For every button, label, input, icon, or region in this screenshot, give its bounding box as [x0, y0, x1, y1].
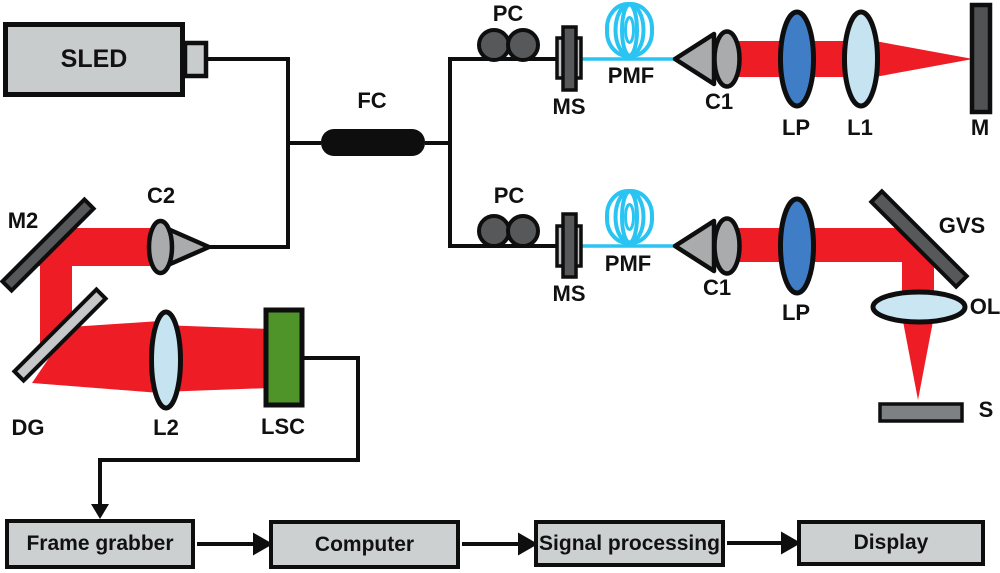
galvo-scanner-gvs [868, 188, 970, 290]
ms-bottom-bar [561, 212, 578, 279]
label-m2: M2 [7, 208, 39, 233]
diffraction-grating-dg [11, 286, 109, 384]
beam-sample-focus-cone [902, 316, 934, 400]
label-lp-bottom: LP [781, 300, 811, 325]
flow-arrows [197, 531, 802, 556]
ms-top-bar [561, 25, 578, 92]
computer-box: Computer [269, 520, 460, 569]
display-box: Display [797, 520, 985, 566]
pc-bottom-paddle-2 [506, 214, 540, 248]
label-l2: L2 [153, 415, 179, 440]
signal-processing-box: Signal processing [534, 520, 725, 567]
lens-lp-bottom [778, 196, 816, 296]
mirror-m2 [0, 196, 97, 294]
sled-source-box: SLED [3, 22, 185, 97]
collimator-c1-bottom [672, 216, 742, 276]
label-pmf-bottom: PMF [604, 251, 652, 276]
label-ol: OL [969, 294, 1000, 319]
line-scan-camera-lsc [263, 307, 305, 408]
label-m: M [970, 115, 990, 140]
label-ms-top: MS [552, 94, 586, 119]
beam-l2-to-lsc [160, 325, 270, 392]
pc-top [477, 28, 540, 62]
label-c1-top: C1 [704, 89, 734, 114]
arrow-signal-display-head [781, 531, 802, 555]
pc-bottom-paddle-1 [477, 214, 511, 248]
fiber-coupler [321, 129, 425, 156]
pmf-coil-top [605, 2, 654, 58]
ms-bottom [555, 212, 583, 279]
collimator-c2 [146, 218, 212, 276]
sample-s [878, 402, 964, 423]
frame-grabber-label: Frame grabber [26, 532, 174, 555]
lens-lp-top [778, 9, 816, 109]
display-label: Display [853, 531, 929, 554]
label-pmf-top: PMF [607, 63, 655, 88]
ms-top [555, 25, 583, 92]
pc-bottom [477, 214, 540, 248]
pc-top-paddle-1 [477, 28, 511, 62]
mirror-m [969, 2, 993, 115]
sled-label: SLED [60, 45, 128, 73]
signal-processing-label: Signal processing [539, 531, 720, 555]
label-pc-top: PC [492, 1, 524, 26]
arrow-computer-signal-head [518, 532, 539, 556]
label-lsc: LSC [261, 414, 305, 439]
pc-top-paddle-2 [506, 28, 540, 62]
arrowhead-framegrabber [91, 504, 109, 519]
arrow-fg-computer-head [253, 532, 274, 556]
collimator-c1-top [672, 29, 742, 89]
pm-fibers [581, 2, 678, 248]
pmf-coil-bottom [605, 189, 654, 245]
wires [98, 57, 560, 506]
label-c2: C2 [146, 183, 176, 208]
label-l1: L1 [847, 115, 873, 140]
label-fc: FC [357, 88, 387, 113]
lens-l1 [842, 9, 880, 109]
label-ms-bottom: MS [552, 281, 586, 306]
label-lp-top: LP [781, 115, 811, 140]
label-pc-bottom: PC [493, 183, 525, 208]
computer-label: Computer [314, 532, 415, 556]
objective-lens-ol [870, 289, 968, 325]
lens-l2 [149, 309, 183, 411]
label-s: S [978, 397, 994, 422]
wire-lsc-to-framegrabber [98, 356, 360, 506]
label-dg: DG [11, 415, 45, 440]
label-c1-bottom: C1 [702, 275, 732, 300]
label-gvs: GVS [938, 213, 986, 238]
sled-connector [182, 40, 209, 79]
frame-grabber-box: Frame grabber [5, 519, 195, 569]
